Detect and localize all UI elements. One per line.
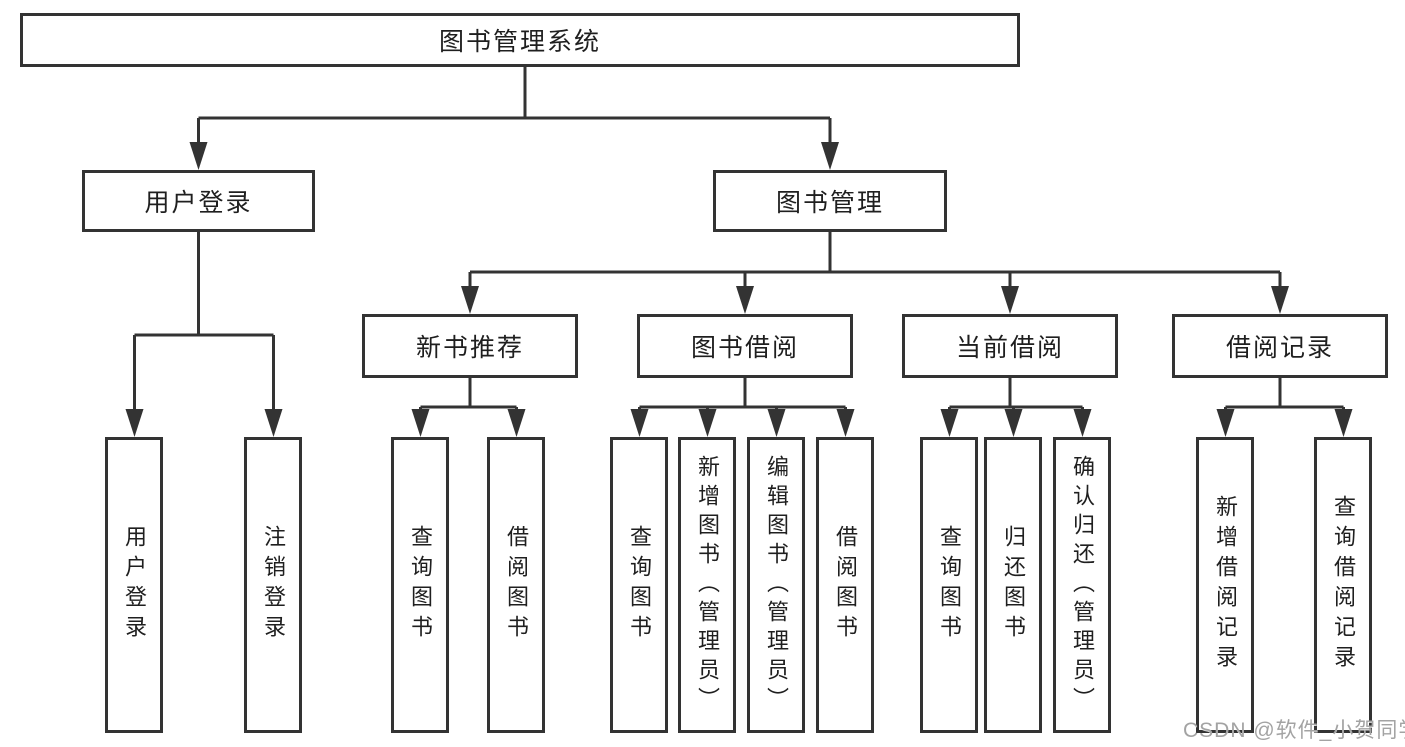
leaf-user-login-label: 用户登录 (122, 525, 147, 645)
arrowhead (821, 142, 839, 170)
leaf-logout: 注销登录 (244, 437, 302, 733)
node-borrow-records-label: 借阅记录 (1225, 334, 1334, 362)
arrowhead (1334, 409, 1353, 437)
watermark: CSDN @软件_小贺同学 (1183, 719, 1405, 742)
leaf-bb-edit-books-admin-label: 编辑图书（管理员） (764, 454, 789, 716)
node-new-book-recommend-label: 新书推荐 (415, 334, 524, 362)
arrowhead (461, 286, 479, 314)
branch-lines (419, 378, 518, 413)
leaf-cb-return-books-label: 归还图书 (1001, 525, 1026, 645)
node-current-borrow: 当前借阅 (902, 314, 1118, 378)
leaf-cb-query-books-label: 查询图书 (937, 525, 962, 645)
arrowhead (1073, 409, 1092, 437)
leaf-bb-borrow-books: 借阅图书 (816, 437, 874, 733)
connector-root (189, 67, 839, 170)
arrowhead (125, 409, 144, 437)
leaf-cb-confirm-return-admin-label: 确认归还（管理员） (1070, 454, 1095, 716)
leaf-br-add-record-label: 新增借阅记录 (1213, 495, 1238, 675)
leaf-bb-query-books-label: 查询图书 (627, 525, 652, 645)
arrowhead (411, 409, 430, 437)
node-current-borrow-label: 当前借阅 (955, 334, 1064, 362)
leaf-bb-query-books: 查询图书 (610, 437, 668, 733)
node-root-system: 图书管理系统 (20, 13, 1020, 67)
leaf-nb-query-books-label: 查询图书 (408, 525, 433, 645)
node-borrow-records: 借阅记录 (1172, 314, 1388, 378)
branch-lines (638, 378, 847, 413)
connector-user-login (125, 232, 283, 437)
node-book-management: 图书管理 (713, 170, 947, 232)
arrowhead (836, 409, 855, 437)
leaf-bb-add-books-admin-label: 新增图书（管理员） (695, 454, 720, 716)
leaf-bb-add-books-admin: 新增图书（管理员） (678, 437, 736, 733)
leaf-cb-return-books: 归还图书 (984, 437, 1042, 733)
arrowhead (1004, 409, 1023, 437)
node-new-book-recommend: 新书推荐 (362, 314, 578, 378)
connector-book-management (461, 232, 1289, 314)
leaf-bb-edit-books-admin: 编辑图书（管理员） (747, 437, 805, 733)
arrowhead (507, 409, 526, 437)
connector-current-borrow (940, 378, 1092, 437)
node-book-management-label: 图书管理 (775, 189, 884, 217)
branch-lines (468, 232, 1282, 290)
arrowhead (698, 409, 717, 437)
leaf-br-query-record-label: 查询借阅记录 (1331, 495, 1356, 675)
arrowhead (736, 286, 754, 314)
arrowhead (264, 409, 283, 437)
leaf-br-add-record: 新增借阅记录 (1196, 437, 1254, 733)
connector-book-borrow (630, 378, 855, 437)
branch-lines (133, 232, 275, 413)
node-book-borrow-label: 图书借阅 (690, 334, 799, 362)
branch-lines (1224, 378, 1345, 413)
arrowhead (940, 409, 959, 437)
connector-new-book-recommend (411, 378, 526, 437)
arrowhead (1001, 286, 1019, 314)
branch-lines (197, 67, 832, 146)
leaf-cb-confirm-return-admin: 确认归还（管理员） (1053, 437, 1111, 733)
arrowhead (189, 142, 208, 170)
node-book-borrow: 图书借阅 (637, 314, 853, 378)
node-root-label: 图书管理系统 (438, 28, 601, 56)
arrowhead (1271, 286, 1289, 314)
arrowhead (1216, 409, 1235, 437)
node-user-login: 用户登录 (82, 170, 315, 232)
leaf-user-login: 用户登录 (105, 437, 163, 733)
leaf-nb-borrow-books: 借阅图书 (487, 437, 545, 733)
leaf-logout-label: 注销登录 (261, 525, 286, 645)
leaf-cb-query-books: 查询图书 (920, 437, 978, 733)
leaf-br-query-record: 查询借阅记录 (1314, 437, 1372, 733)
node-user-login-label: 用户登录 (144, 189, 253, 217)
leaf-nb-borrow-books-label: 借阅图书 (504, 525, 529, 645)
arrowhead (630, 409, 649, 437)
leaf-bb-borrow-books-label: 借阅图书 (833, 525, 858, 645)
arrowhead (767, 409, 786, 437)
connector-borrow-records (1216, 378, 1353, 437)
leaf-nb-query-books: 查询图书 (391, 437, 449, 733)
branch-lines (948, 378, 1084, 413)
